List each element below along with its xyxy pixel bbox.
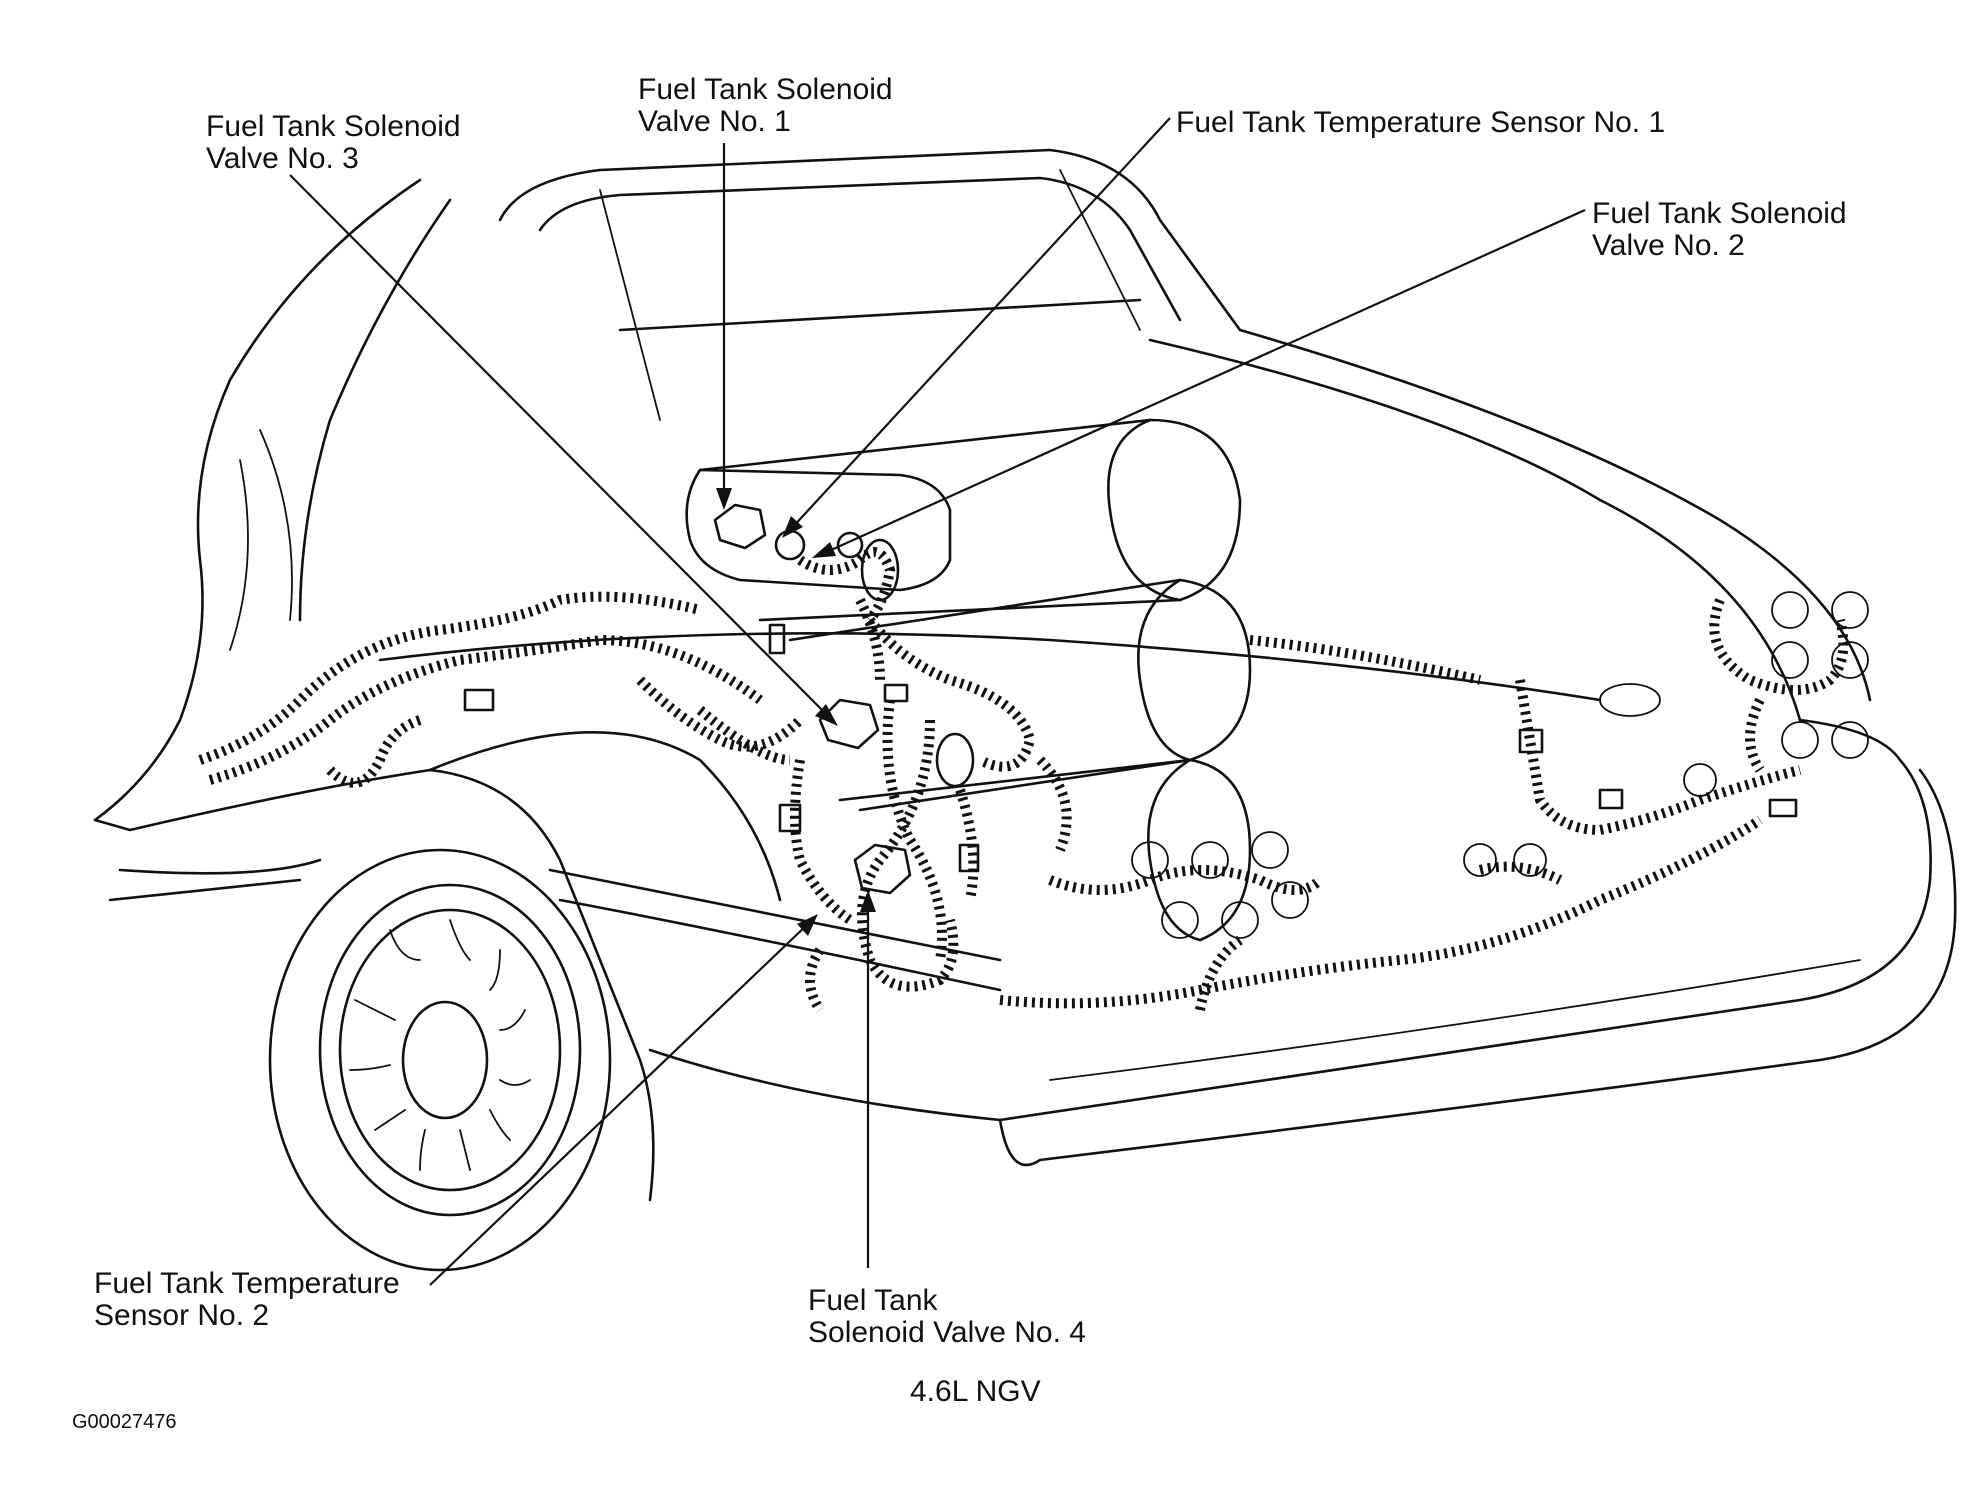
label-line: Valve No. 1: [638, 105, 791, 138]
label-line: Valve No. 3: [206, 142, 359, 175]
label-line: Valve No. 2: [1592, 229, 1745, 262]
fuel-cylinders: [698, 418, 1252, 942]
label-line: Fuel Tank Solenoid: [206, 110, 461, 143]
label-line: Fuel Tank Temperature: [94, 1267, 400, 1300]
rear-wheel: [268, 848, 612, 1272]
caption-engine: 4.6L NGV: [910, 1376, 1041, 1408]
label-temperature-sensor-1: Fuel Tank Temperature Sensor No. 1: [1176, 107, 1665, 139]
wiring-harness-right: [999, 591, 1869, 1012]
rear-window: [498, 148, 1242, 421]
leader-lines: [289, 117, 1586, 1286]
valve-block: [685, 468, 952, 681]
label-solenoid-valve-2: Fuel Tank Solenoid Valve No. 2: [1592, 198, 1847, 262]
rear-fender: [93, 731, 1002, 1202]
quarter-panel: [93, 178, 452, 822]
wiring-harness-left: [198, 591, 804, 788]
label-temperature-sensor-2: Fuel Tank Temperature Sensor No. 2: [94, 1268, 400, 1332]
label-line: Fuel Tank Solenoid: [638, 73, 893, 106]
label-solenoid-valve-3: Fuel Tank Solenoid Valve No. 3: [206, 111, 461, 175]
trunk-opening: [378, 328, 1902, 762]
label-line: Sensor No. 2: [94, 1299, 270, 1332]
label-solenoid-valve-1: Fuel Tank Solenoid Valve No. 1: [638, 74, 893, 138]
figure-id: G00027476: [72, 1411, 177, 1433]
label-line: Solenoid Valve No. 4: [808, 1316, 1086, 1349]
label-solenoid-valve-4: Fuel Tank Solenoid Valve No. 4: [808, 1285, 1086, 1349]
rear-bumper: [648, 758, 1957, 1167]
label-line: Fuel Tank Solenoid: [1592, 197, 1847, 230]
figure-id-text: G00027476: [72, 1411, 177, 1433]
label-line: Fuel Tank Temperature Sensor No. 1: [1176, 106, 1666, 139]
wiring-harness-center: [778, 616, 1072, 1013]
label-line: Fuel Tank: [808, 1284, 938, 1317]
caption-text: 4.6L NGV: [910, 1375, 1041, 1408]
